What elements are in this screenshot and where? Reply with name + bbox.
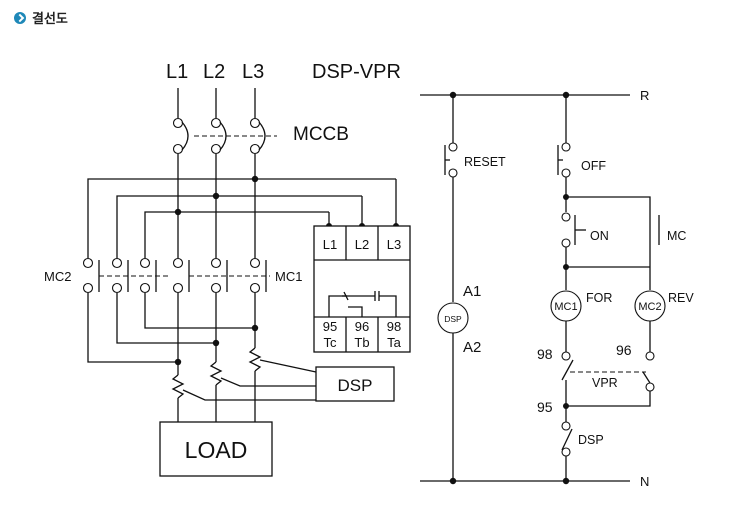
dsp-coil-label: DSP bbox=[444, 314, 462, 324]
mc-label: MC bbox=[667, 229, 686, 243]
terminal-l1-label: L1 bbox=[323, 237, 337, 252]
dsp-vpr-relay-unit bbox=[313, 225, 411, 353]
for-label: FOR bbox=[586, 291, 612, 305]
mc1-label: MC1 bbox=[275, 269, 302, 284]
mccb-label: MCCB bbox=[293, 124, 349, 145]
dsp-contact-label: DSP bbox=[578, 433, 604, 447]
phase-l3-label: L3 bbox=[242, 61, 264, 83]
terminal-l3-label: L3 bbox=[387, 237, 401, 252]
mc1-coil-label: MC1 bbox=[554, 301, 577, 313]
mc2-contactor bbox=[82, 257, 170, 294]
chevron-right-icon bbox=[14, 11, 26, 24]
terminal-96-control-label: 96 bbox=[616, 342, 632, 358]
terminal-tc-label: Tc bbox=[324, 335, 338, 350]
vpr-label: VPR bbox=[592, 376, 618, 390]
model-label: DSP-VPR bbox=[312, 61, 401, 83]
terminal-96-label: 96 bbox=[355, 319, 369, 334]
rev-label: REV bbox=[668, 291, 694, 305]
page-title: 결선도 bbox=[32, 11, 68, 26]
phase-l1-label: L1 bbox=[166, 61, 188, 83]
reset-label: RESET bbox=[464, 155, 506, 169]
phase-l2-label: L2 bbox=[203, 61, 225, 83]
terminal-a2-label: A2 bbox=[463, 339, 481, 356]
terminal-l2-label: L2 bbox=[355, 237, 369, 252]
terminal-98-label: 98 bbox=[387, 319, 401, 334]
rail-r-label: R bbox=[640, 88, 649, 103]
mc2-label: MC2 bbox=[44, 269, 71, 284]
power-circuit: L1 L2 L3 DSP-VPR MCCB bbox=[44, 61, 411, 477]
terminal-tb-label: Tb bbox=[354, 335, 369, 350]
load-label: LOAD bbox=[185, 437, 248, 463]
load-box bbox=[159, 421, 273, 477]
control-circuit: R N RESET DSP A1 A2 OFF ON bbox=[420, 88, 694, 489]
dsp-box-label: DSP bbox=[338, 376, 373, 395]
terminal-a1-label: A1 bbox=[463, 283, 481, 300]
section-heading: 결선도 bbox=[14, 8, 68, 27]
off-label: OFF bbox=[581, 159, 606, 173]
mccb-breaker bbox=[172, 117, 277, 155]
terminal-95-control-label: 95 bbox=[537, 399, 553, 415]
terminal-ta-label: Ta bbox=[387, 335, 402, 350]
on-label: ON bbox=[590, 229, 609, 243]
terminal-95-label: 95 bbox=[323, 319, 337, 334]
rail-n-label: N bbox=[640, 474, 649, 489]
dsp-sensor-box bbox=[315, 366, 395, 402]
mc2-coil-label: MC2 bbox=[638, 301, 661, 313]
mc1-contactor bbox=[172, 257, 270, 294]
terminal-98-control-label: 98 bbox=[537, 346, 553, 362]
